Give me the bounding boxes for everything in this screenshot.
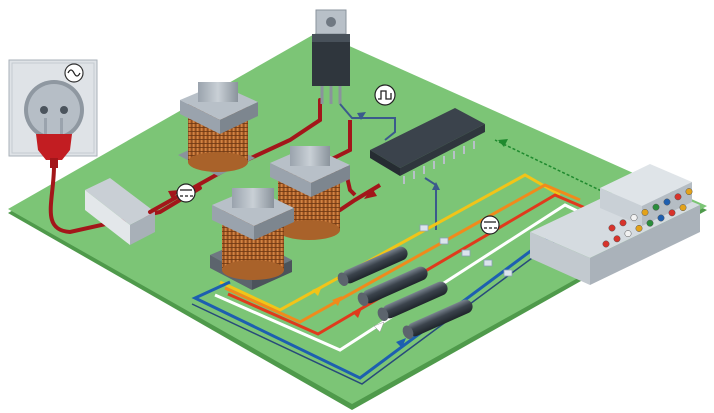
junction-nodes [419,224,513,277]
pwm-signal-line [339,103,396,141]
arrow-yellow [312,286,322,296]
connector-pin [674,193,682,201]
connector-pin [679,204,687,212]
arrow-white [373,321,385,333]
dc-symbol [480,215,500,235]
mains-trace [148,98,322,214]
transformer-3 [210,188,294,290]
capacitor-4 [402,299,473,339]
connector-pin [641,208,649,216]
connector-pin [619,219,627,227]
connector-pin [602,240,610,248]
connector-pin [613,235,621,243]
signal-arrow-1 [357,112,366,120]
circuit-board [8,32,707,410]
connector-pin [657,214,665,222]
capacitor-3 [377,281,448,321]
connector-pin [630,214,638,222]
signal-arrow-2 [432,182,440,190]
connector-pin [668,209,676,217]
mains-arrow-2 [364,188,377,199]
square-wave-symbol [374,84,396,106]
connector-pin [608,224,616,232]
transformer-1 [178,82,258,176]
connector-pin [652,203,660,211]
connector-pin [624,230,632,238]
mains-cable [48,164,202,235]
voltage-regulator [312,9,350,104]
connector-pin [663,198,671,206]
input-filter-block [85,178,155,245]
arrow-red [352,308,362,318]
control-ic [370,108,485,184]
sine-wave-symbol [64,63,84,83]
capacitor-2 [357,266,428,306]
control-arrow [498,139,508,147]
connector-pin [646,219,654,227]
power-plug [36,118,72,168]
connector-pin [635,224,643,232]
rail-orange [224,183,581,324]
rail-red [227,193,591,336]
arrow-orange [332,296,342,306]
dc-symbol [176,183,196,203]
connector-pins [602,188,693,248]
arrow-blue [396,338,406,348]
connector-pin [685,188,693,196]
capacitor-1 [337,246,408,286]
